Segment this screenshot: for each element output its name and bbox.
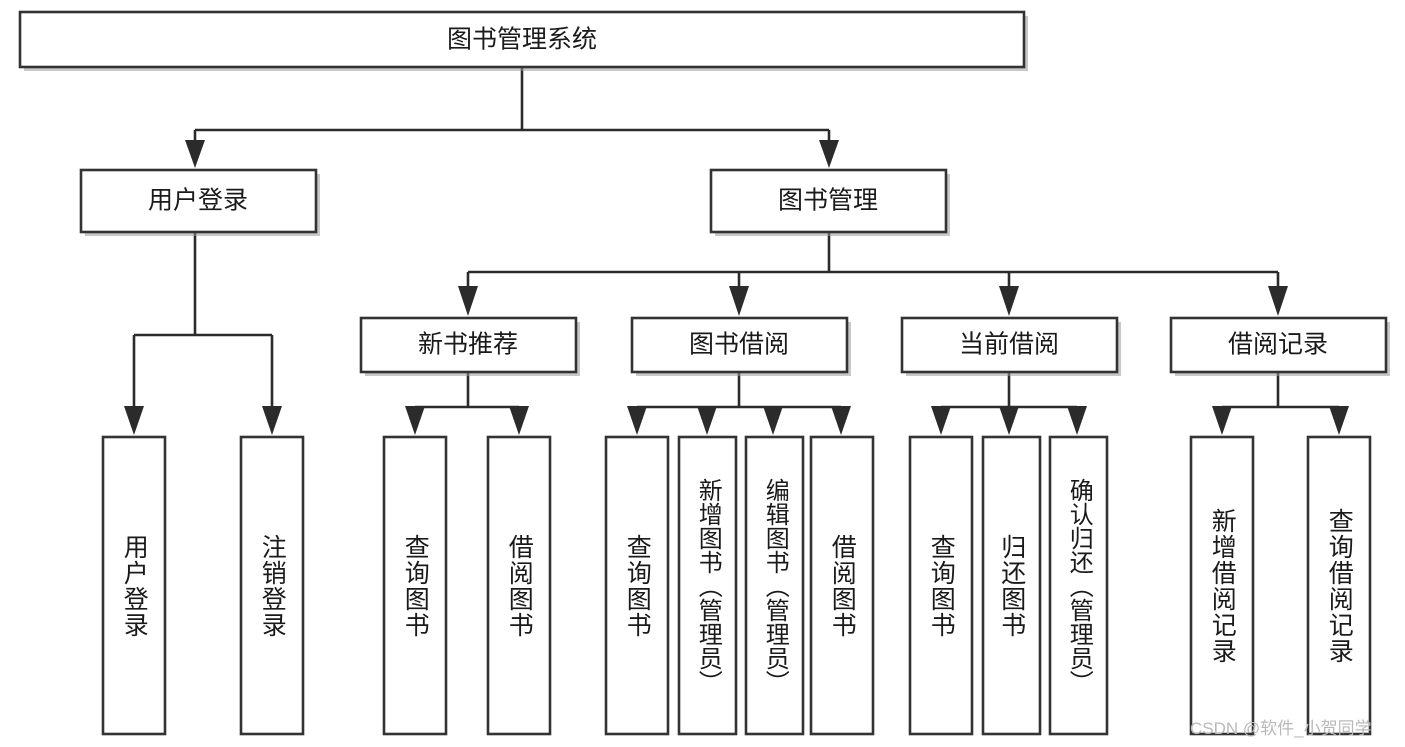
arrow-current-leaf-1 — [931, 406, 951, 435]
leaf-rect-new-book-1[interactable] — [486, 435, 552, 736]
node-book-borrow-rect — [630, 316, 849, 374]
csdn-watermark: CSDN @软件_小贺同学 — [1190, 719, 1372, 738]
node-root-rect — [18, 10, 1026, 69]
node-user-login-rect — [79, 168, 318, 234]
arrow-login-leaf-1 — [124, 406, 144, 435]
leaf-rect-new-book-0[interactable] — [382, 435, 448, 736]
leaf-rect-current-borrow-1[interactable] — [981, 435, 1042, 736]
node-current-borrow[interactable]: 当前借阅 — [900, 316, 1121, 376]
arrow-login-leaf-2 — [262, 406, 282, 435]
node-book-management-label: 图书管理 — [778, 187, 878, 215]
connector-layer — [124, 67, 1349, 435]
leaf-rect-book-borrow-2[interactable] — [744, 435, 805, 736]
arrow-root-to-login — [185, 140, 205, 168]
arrow-bookmgmt-child-4 — [1268, 286, 1288, 316]
arrow-borrow-leaf-2 — [697, 406, 717, 435]
node-borrow-record-label: 借阅记录 — [1228, 331, 1328, 359]
arrow-current-leaf-3 — [1067, 406, 1087, 435]
arrow-bookmgmt-child-1 — [458, 286, 478, 316]
node-borrow-record-rect — [1169, 316, 1388, 374]
arrow-record-leaf-1 — [1212, 406, 1232, 435]
node-user-login[interactable]: 用户登录 — [79, 168, 320, 236]
leaf-rect-current-borrow-0[interactable] — [908, 435, 974, 736]
node-current-borrow-label: 当前借阅 — [959, 331, 1059, 359]
node-new-book-recommend-rect — [359, 316, 578, 374]
arrow-newbook-leaf-2 — [509, 406, 529, 435]
leaf-rect-book-borrow-3[interactable] — [809, 435, 875, 736]
node-book-borrow-label: 图书借阅 — [689, 331, 789, 359]
node-root-label: 图书管理系统 — [447, 26, 597, 54]
arrow-root-to-bookmgmt — [819, 140, 839, 168]
node-new-book-recommend[interactable]: 新书推荐 — [359, 316, 580, 376]
node-book-borrow[interactable]: 图书借阅 — [630, 316, 851, 376]
node-book-management[interactable]: 图书管理 — [709, 168, 950, 236]
node-root[interactable]: 图书管理系统 — [18, 10, 1028, 71]
leaf-rect-book-borrow-1[interactable] — [677, 435, 738, 736]
leaf-rect-borrow-record-1[interactable] — [1306, 435, 1372, 736]
leaf-rect-user-login-1[interactable] — [239, 435, 305, 736]
leaf-rect-current-borrow-2[interactable] — [1048, 435, 1109, 736]
arrow-borrow-leaf-1 — [627, 406, 647, 435]
node-borrow-record[interactable]: 借阅记录 — [1169, 316, 1390, 376]
leaf-rect-user-login-0[interactable] — [101, 435, 167, 736]
node-current-borrow-rect — [900, 316, 1119, 374]
arrow-borrow-leaf-4 — [831, 406, 851, 435]
leaf-rect-book-borrow-0[interactable] — [604, 435, 670, 736]
arrow-newbook-leaf-1 — [405, 406, 425, 435]
arrow-bookmgmt-child-3 — [999, 286, 1019, 316]
leaf-rect-borrow-record-0[interactable] — [1189, 435, 1255, 736]
node-book-management-rect — [709, 168, 948, 234]
arrow-current-leaf-2 — [999, 406, 1019, 435]
arrow-bookmgmt-child-2 — [729, 286, 749, 316]
arrow-record-leaf-2 — [1329, 406, 1349, 435]
arrow-borrow-leaf-3 — [763, 406, 783, 435]
node-new-book-recommend-label: 新书推荐 — [418, 331, 518, 359]
node-user-login-label: 用户登录 — [148, 187, 248, 215]
